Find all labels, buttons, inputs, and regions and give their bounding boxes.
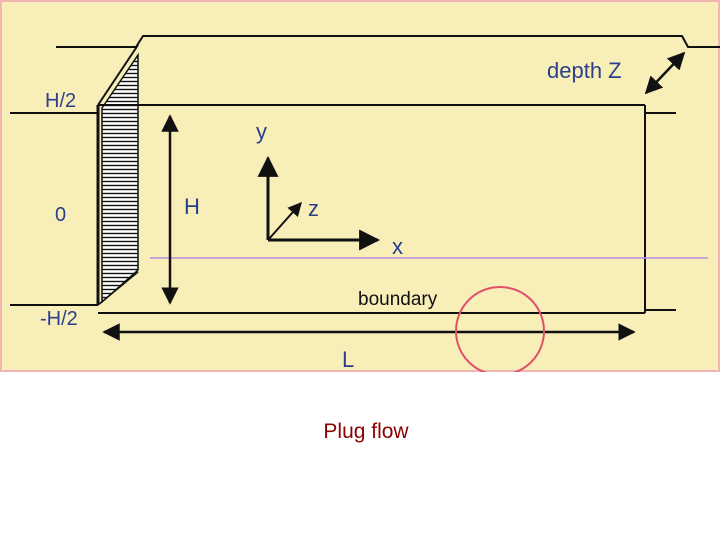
label-z-axis: z — [308, 196, 319, 221]
label-y-axis: y — [256, 119, 267, 144]
inlet-top-diagonal — [97, 44, 139, 106]
label-bottom: -H/2 — [40, 308, 78, 330]
label-x-axis: x — [392, 234, 403, 259]
label-boundary: boundary — [358, 289, 438, 310]
label-zero: 0 — [55, 204, 66, 226]
inlet-hatched-face — [101, 52, 139, 304]
depth-arrow — [644, 51, 686, 95]
figure-caption: Plug flow — [323, 420, 409, 443]
label-length: L — [342, 347, 354, 372]
z-axis-arrow — [267, 201, 302, 241]
label-height: H — [184, 194, 200, 219]
label-top: H/2 — [45, 90, 76, 112]
plug-flow-diagram: depth Z H/2 0 -H/2 H y z x boundary L — [0, 0, 720, 372]
channel-back-top-edge — [56, 35, 720, 48]
label-depth: depth Z — [547, 58, 622, 83]
inlet-bottom-diagonal — [97, 271, 139, 306]
boundary-highlight-circle — [455, 286, 545, 372]
